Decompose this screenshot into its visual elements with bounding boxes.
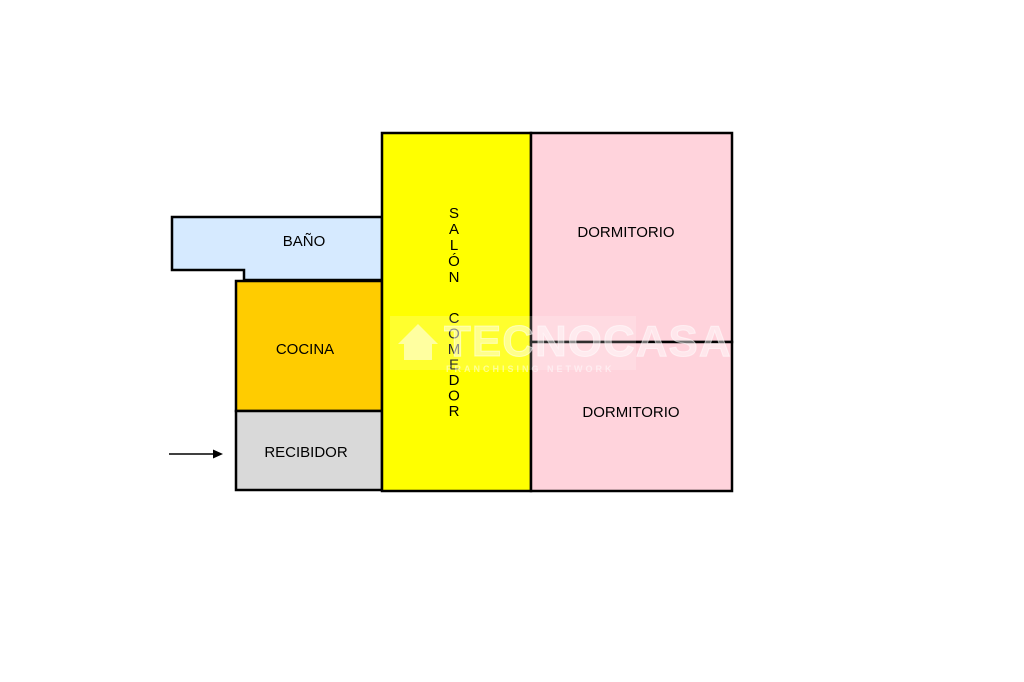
room-dormitorio-top-label: DORMITORIO [577, 224, 674, 241]
room-dormitorio-bottom-label: DORMITORIO [582, 404, 679, 421]
room-cocina: COCINA [234, 279, 384, 413]
room-dormitorio-bottom-shape [529, 340, 734, 493]
room-bano-shape [170, 215, 384, 282]
room-salon-shape [380, 131, 533, 493]
house-icon [398, 324, 438, 360]
room-dormitorio-top: DORMITORIO [529, 131, 734, 344]
room-cocina-shape [234, 279, 384, 413]
watermark-logo: TECNOCASA FRANCHISING NETWORK [390, 316, 732, 374]
watermark-tagline: FRANCHISING NETWORK [446, 364, 615, 374]
room-recibidor: RECIBIDOR [234, 409, 384, 492]
arrow-right-icon [169, 449, 223, 459]
room-recibidor-shape [234, 409, 384, 492]
room-bano: BAÑO [170, 215, 384, 282]
room-bano-label: BAÑO [283, 233, 326, 250]
room-recibidor-label: RECIBIDOR [264, 444, 348, 461]
room-cocina-label: COCINA [276, 341, 334, 358]
watermark-brand: TECNOCASA [444, 317, 732, 366]
room-dormitorio-bottom: DORMITORIO [529, 340, 734, 493]
room-dormitorio-top-shape [529, 131, 734, 344]
